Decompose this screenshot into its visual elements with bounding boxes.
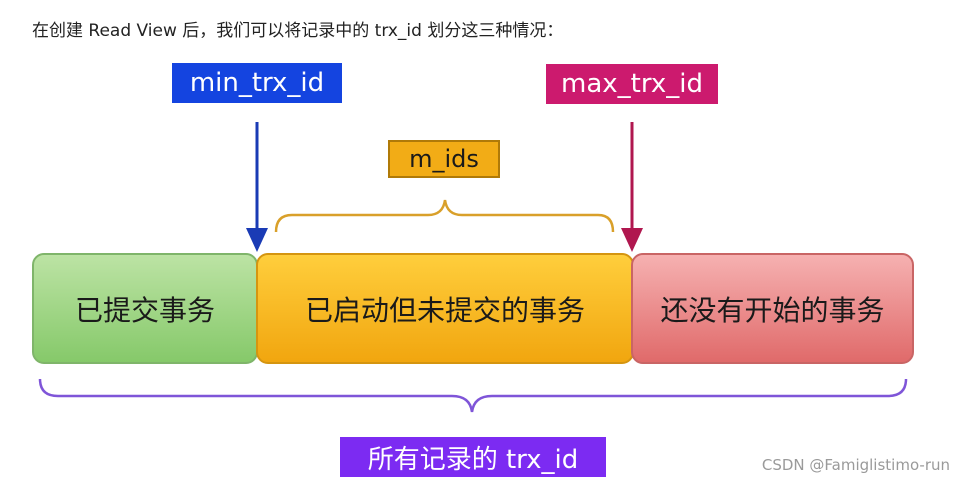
min-trx-id-arrow: [246, 122, 268, 252]
watermark: CSDN @Famiglistimo-run: [761, 456, 950, 474]
m-ids-brace: [274, 199, 615, 233]
committed-transactions-segment: 已提交事务: [32, 253, 258, 364]
max-trx-id-label: max_trx_id: [546, 64, 718, 104]
intro-text: 在创建 Read View 后，我们可以将记录中的 trx_id 划分这三种情况…: [32, 21, 564, 41]
active-transactions-segment: 已启动但未提交的事务: [256, 253, 634, 364]
all-records-trx-id-label: 所有记录的 trx_id: [340, 437, 606, 477]
future-transactions-segment: 还没有开始的事务: [631, 253, 914, 364]
m-ids-label: m_ids: [388, 140, 500, 178]
max-trx-id-arrow: [621, 122, 643, 252]
all-records-brace: [38, 378, 908, 413]
min-trx-id-label: min_trx_id: [172, 63, 342, 103]
